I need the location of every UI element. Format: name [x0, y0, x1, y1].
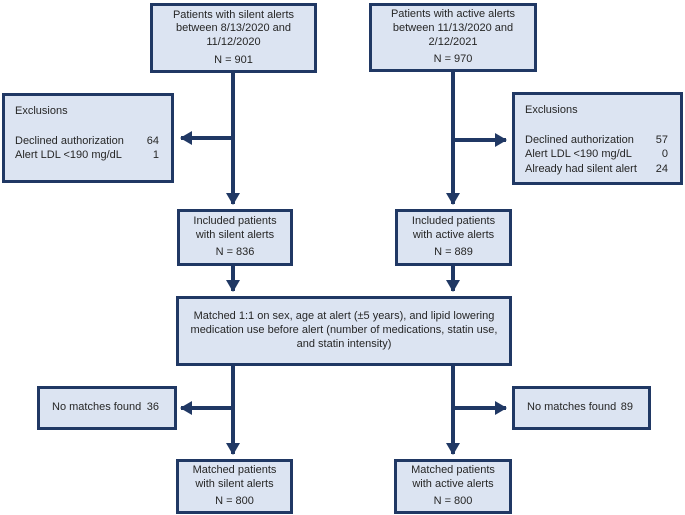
exclusion-row: Alert LDL <190 mg/dL 0 — [525, 147, 670, 162]
box-text: Included patients with silent alerts — [193, 214, 277, 241]
box-text: Included patients with active alerts — [411, 214, 496, 241]
exclusion-label: Declined authorization — [525, 133, 634, 146]
box-n-value: N = 901 — [214, 53, 253, 66]
exclusion-row: Alert LDL <190 mg/dL 1 — [15, 148, 161, 163]
exclusion-value: 64 — [146, 134, 159, 147]
box-patients-active-alerts: Patients with active alerts between 11/1… — [369, 3, 537, 72]
box-included-active: Included patients with active alerts N =… — [395, 209, 512, 266]
box-patients-silent-alerts: Patients with silent alerts between 8/13… — [150, 3, 317, 73]
box-text: Patients with active alerts between 11/1… — [390, 8, 516, 48]
box-n-value: N = 889 — [434, 246, 473, 259]
exclusion-label: Declined authorization — [15, 134, 124, 147]
exclusion-label: Already had silent alert — [525, 162, 637, 175]
box-n-value: N = 836 — [215, 246, 255, 259]
box-no-matches-active: No matches found 89 — [512, 386, 651, 430]
exclusion-label: Alert LDL <190 mg/dL — [15, 149, 122, 162]
no-match-label: No matches found — [527, 401, 617, 414]
exclusion-value: 57 — [655, 133, 668, 146]
box-exclusions-silent: Exclusions Declined authorization 64 Ale… — [2, 93, 174, 183]
box-n-value: N = 970 — [433, 53, 473, 66]
box-n-value: N = 800 — [433, 495, 473, 508]
matching-criteria-text: Matched 1:1 on sex, age at alert (±5 yea… — [190, 310, 498, 350]
no-match-label: No matches found — [52, 401, 142, 414]
box-matched-silent: Matched patients with silent alerts N = … — [176, 459, 293, 514]
box-matched-active: Matched patients with active alerts N = … — [394, 459, 512, 514]
exclusion-row: Declined authorization 57 — [525, 133, 670, 148]
exclusion-value: 24 — [655, 162, 668, 175]
box-exclusions-active: Exclusions Declined authorization 57 Ale… — [512, 92, 683, 185]
box-text: Patients with silent alerts between 8/13… — [172, 8, 295, 49]
box-n-value: N = 800 — [215, 495, 254, 508]
box-no-matches-silent: No matches found 36 — [37, 386, 177, 430]
box-text: Matched patients with silent alerts — [192, 463, 277, 490]
exclusion-row: Already had silent alert 24 — [525, 162, 670, 177]
exclusion-label: Alert LDL <190 mg/dL — [525, 148, 632, 161]
exclusion-value: 1 — [152, 149, 159, 162]
exclusions-title: Exclusions — [525, 104, 578, 116]
exclusion-value: 0 — [661, 148, 668, 161]
box-matching-criteria: Matched 1:1 on sex, age at alert (±5 yea… — [176, 296, 512, 366]
no-match-value: 36 — [146, 401, 159, 414]
box-included-silent: Included patients with silent alerts N =… — [177, 209, 293, 266]
exclusions-title: Exclusions — [15, 105, 68, 117]
box-text: Matched patients with active alerts — [411, 463, 495, 490]
exclusion-row: Declined authorization 64 — [15, 134, 161, 149]
no-match-value: 89 — [620, 401, 633, 414]
